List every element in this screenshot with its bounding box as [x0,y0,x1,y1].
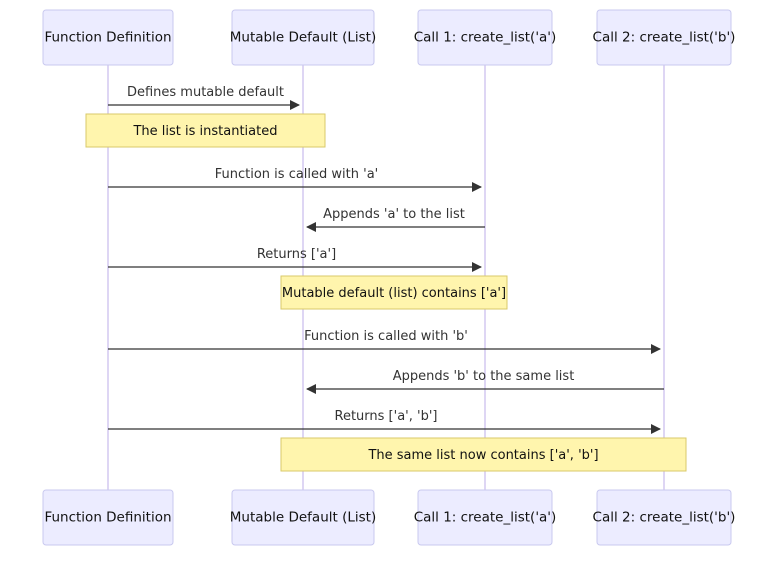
actor-box [42,9,174,66]
actor-c2-bottom: Call 2: create_list('b') [593,489,736,546]
actor-c1-top: Call 1: create_list('a') [414,9,557,66]
actor-label: Call 1: create_list('a') [414,510,557,526]
actor-label: Call 1: create_list('a') [414,30,557,46]
note-10: The same list now contains ['a', 'b'] [280,437,687,472]
note-box [280,275,508,310]
actor-box [596,489,732,546]
actor-box [42,489,174,546]
message-label: Defines mutable default [127,85,284,100]
note-2: The list is instantiated [85,113,326,148]
message-3: Function is called with 'a' [108,167,482,192]
actor-box [417,489,553,546]
actor-label: Call 2: create_list('b') [593,30,736,46]
actor-box [231,489,375,546]
actor-fd-top: Function Definition [42,9,174,66]
actor-c2-top: Call 2: create_list('b') [593,9,736,66]
note-text: Mutable default (list) contains ['a'] [282,286,506,301]
message-label: Returns ['a'] [257,247,336,262]
message-label: Returns ['a', 'b'] [335,409,438,424]
message-label: Appends 'a' to the list [323,207,465,222]
actor-c1-bottom: Call 1: create_list('a') [414,489,557,546]
actor-label: Function Definition [44,510,171,526]
note-text: The list is instantiated [132,124,277,139]
actor-box [596,9,732,66]
actor-box [417,9,553,66]
message-label: Function is called with 'b' [304,329,468,344]
message-4: Appends 'a' to the list [306,207,485,232]
message-8: Appends 'b' to the same list [306,369,664,394]
actor-label: Function Definition [44,30,171,46]
message-7: Function is called with 'b' [108,329,661,354]
note-box [280,437,687,472]
actor-fd-bottom: Function Definition [42,489,174,546]
actor-md-bottom: Mutable Default (List) [230,489,376,546]
actor-label: Mutable Default (List) [230,510,376,526]
message-label: Function is called with 'a' [215,167,379,182]
actor-label: Mutable Default (List) [230,30,376,46]
actor-md-top: Mutable Default (List) [230,9,376,66]
message-9: Returns ['a', 'b'] [108,409,661,434]
actor-label: Call 2: create_list('b') [593,510,736,526]
actor-box [231,9,375,66]
message-label: Appends 'b' to the same list [393,369,575,384]
note-6: Mutable default (list) contains ['a'] [280,275,508,310]
message-1: Defines mutable default [108,85,300,110]
message-5: Returns ['a'] [108,247,482,272]
note-text: The same list now contains ['a', 'b'] [367,448,598,463]
note-box [85,113,326,148]
